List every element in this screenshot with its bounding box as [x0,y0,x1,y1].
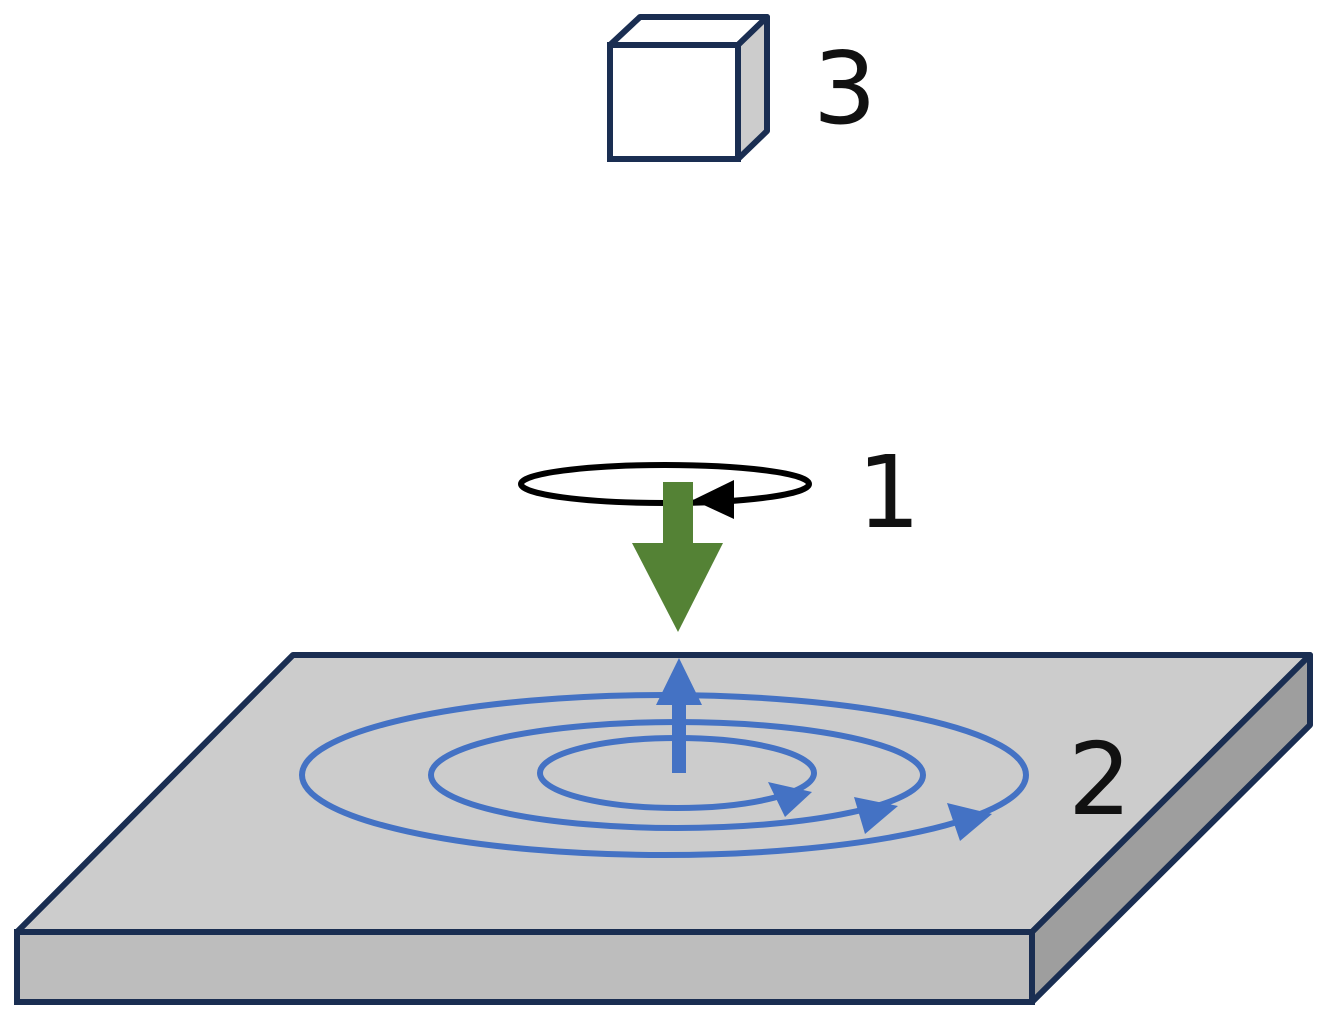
box-front-face [607,42,741,162]
up-arrow-icon [656,658,702,773]
down-arrow-icon [632,482,723,632]
eddy-direction-arrows [768,782,992,841]
plate-front-face [14,929,1035,1005]
box-cube-icon [607,14,770,162]
up-arrow-shaft [672,700,686,773]
up-arrow-head [656,658,702,705]
plate-icon [14,652,1313,1005]
label-two: 2 [1068,721,1132,838]
down-arrow-head [632,543,723,632]
eddy-arrow-outer-icon [947,803,992,841]
box-side-face [735,14,770,162]
label-one: 1 [857,434,921,551]
eddy-arrow-inner-icon [768,782,812,817]
down-arrow-shaft [663,482,693,544]
label-three: 3 [813,30,877,147]
eddy-arrow-middle-icon [854,797,898,834]
rotation-arrowhead-icon [693,480,734,519]
